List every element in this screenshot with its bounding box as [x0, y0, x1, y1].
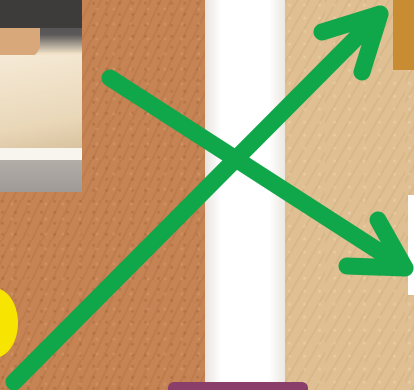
arrow-up-right-icon — [14, 14, 380, 382]
